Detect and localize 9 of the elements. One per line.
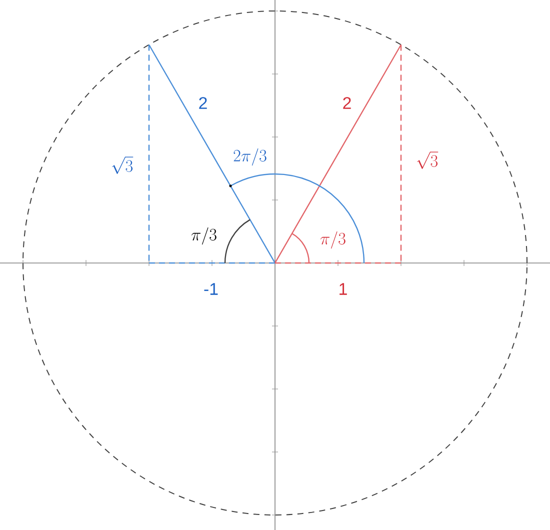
side-label: -1: [204, 283, 218, 295]
side-label: 2: [343, 97, 351, 109]
side-label: 1: [340, 283, 347, 295]
side-label: $\sqrt{3}$: [112, 156, 134, 174]
angle-label: $\pi/3$: [191, 227, 216, 245]
angle-label: $2\pi/3$: [234, 148, 266, 166]
side-label: $\sqrt{3}$: [417, 152, 438, 169]
side-label: 2: [199, 97, 207, 109]
angle-label: $\pi/3$: [320, 231, 346, 249]
